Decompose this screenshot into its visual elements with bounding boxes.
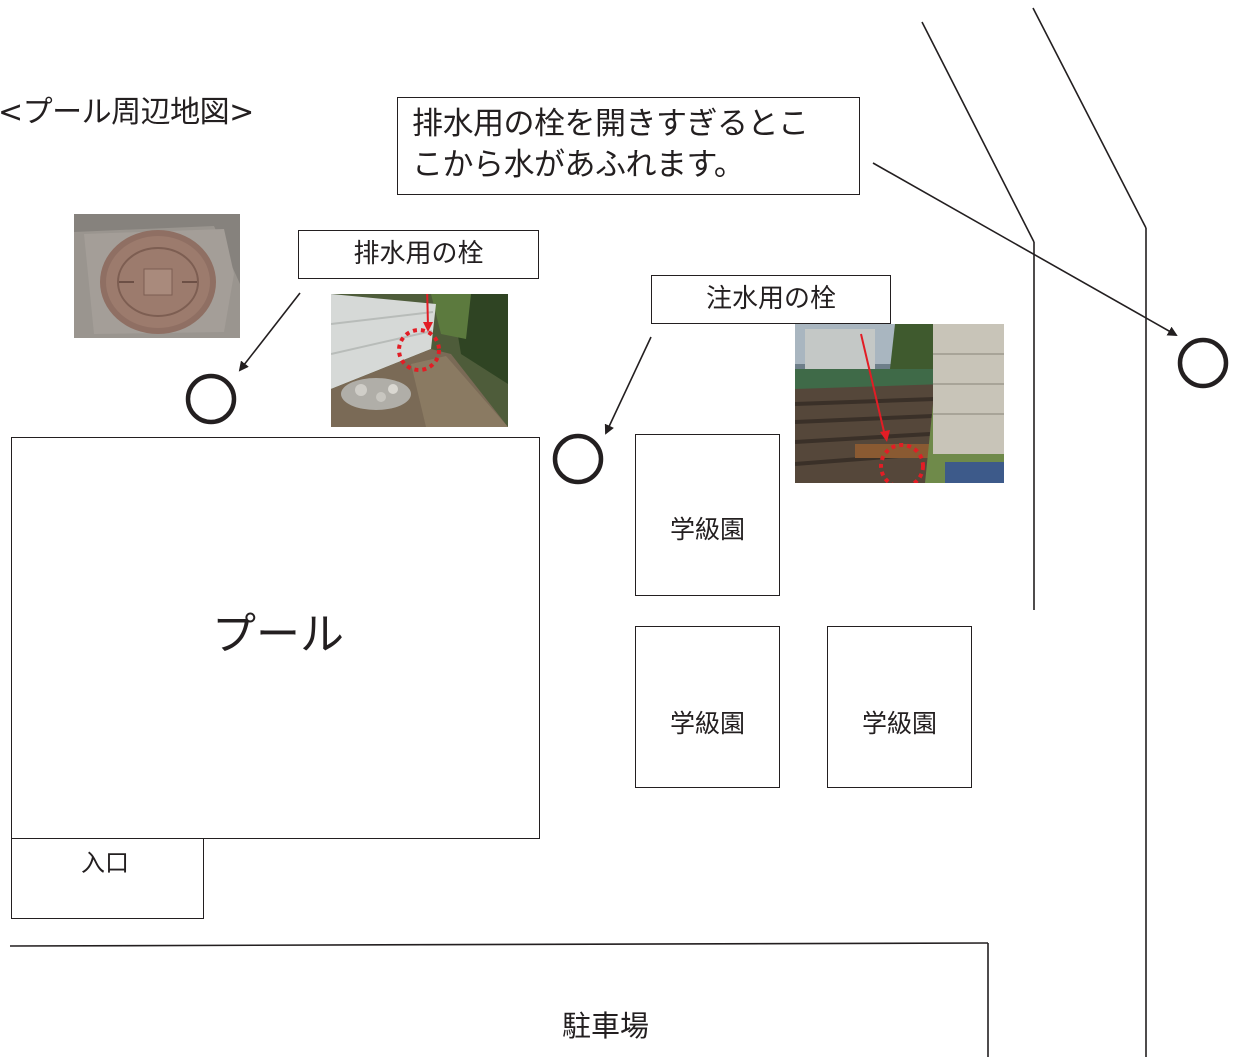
map-title: <プール周辺地図>: [0, 95, 254, 130]
parking-label: 駐車場: [562, 1009, 650, 1043]
overflow-point-circle: [1177, 337, 1229, 389]
road-diagonal-right: [1032, 7, 1147, 229]
overflow-warning-line2: こから水があふれます。: [412, 147, 745, 183]
drain-valve-label: 排水用の栓: [353, 239, 484, 269]
drain-valve-circle: [185, 373, 237, 425]
road-diagonal-left: [921, 21, 1035, 243]
fill-valve-photo: [795, 324, 1004, 483]
drain-valve-arrow: [238, 292, 301, 372]
class-garden-1-label: 学級園: [669, 515, 745, 544]
class-garden-1: 学級園: [635, 434, 780, 596]
class-garden-2-label: 学級園: [669, 709, 745, 738]
overflow-warning-callout: 排水用の栓を開きすぎるとこ こから水があふれます。: [397, 97, 860, 195]
fill-valve-circle: [552, 433, 604, 485]
pool-area: プール: [11, 437, 540, 839]
entrance-area: 入口: [11, 838, 204, 919]
class-garden-3-label: 学級園: [861, 709, 937, 738]
fill-valve-callout: 注水用の栓: [651, 275, 891, 324]
overflow-warning-line1: 排水用の栓を開きすぎるとこ: [412, 106, 809, 142]
class-garden-3: 学級園: [827, 626, 972, 788]
class-garden-2: 学級園: [635, 626, 780, 788]
drain-valve-callout: 排水用の栓: [298, 230, 539, 279]
parking-boundary-top: [9, 942, 989, 947]
fill-valve-label: 注水用の栓: [705, 284, 836, 314]
fill-valve-arrow: [604, 336, 652, 435]
manhole-cover-photo: [74, 214, 240, 338]
overflow-point-arrow: [872, 162, 1178, 336]
pool-label: プール: [212, 609, 344, 660]
entrance-label: 入口: [81, 849, 129, 877]
drain-valve-photo: [331, 294, 508, 427]
